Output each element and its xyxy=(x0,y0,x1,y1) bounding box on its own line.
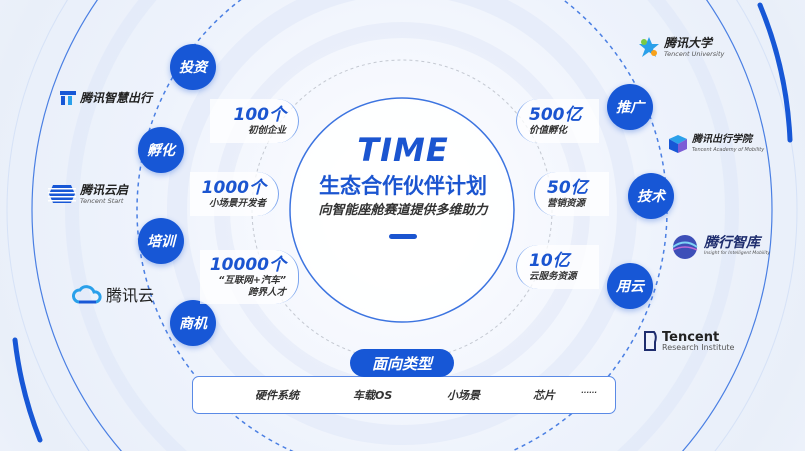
type-vehicle-os: 车载OS xyxy=(353,389,393,402)
logo-tencent-research-institute: Tencent Research Institute xyxy=(642,330,734,352)
title-main: 生态合作伙伴计划 xyxy=(319,174,487,198)
stat-value-incubation: 500亿 价值孵化 xyxy=(516,99,599,143)
node-invest: 投资 xyxy=(170,44,216,90)
academy-cube-icon xyxy=(669,134,687,153)
stat-talents: 10000个 “互联网+汽车” 跨界人才 xyxy=(200,250,299,304)
logo-tencent-smart-mobility: 腾讯智慧出行 xyxy=(60,90,152,106)
stat-marketing: 50亿 营销资源 xyxy=(534,172,609,216)
node-cloud: 用云 xyxy=(607,263,653,309)
logo-tengxing-think-tank: 腾行智库 Insight for Intelligent Mobility xyxy=(670,234,770,260)
type-more: ······ xyxy=(581,389,597,397)
stat-cloud-resources: 10亿 云服务资源 xyxy=(516,245,599,289)
tencent-university-icon xyxy=(639,37,659,57)
penguin-icon xyxy=(644,331,657,351)
type-small-scene: 小场景 xyxy=(447,389,480,402)
title-subtitle: 向智能座舱赛道提供多维助力 xyxy=(318,203,488,218)
cloud-icon xyxy=(72,285,102,304)
node-incubate: 孵化 xyxy=(138,127,184,173)
logo-tencent-cloud: 腾讯云 xyxy=(72,285,154,305)
type-chip: 芯片 xyxy=(533,389,555,402)
title-divider xyxy=(389,234,417,239)
node-business: 商机 xyxy=(170,300,216,346)
think-tank-globe-icon xyxy=(672,235,698,259)
tencent-start-icon xyxy=(48,185,76,203)
types-heading: 面向类型 xyxy=(350,349,454,377)
types-list: 硬件系统 车载OS 小场景 芯片 ······ xyxy=(192,376,616,414)
node-promotion: 推广 xyxy=(607,84,653,130)
logo-tencent-start: 腾讯云启 Tencent Start xyxy=(48,183,128,205)
stat-developers: 1000个 小场景开发者 xyxy=(190,172,279,216)
stat-startups: 100个 初创企业 xyxy=(210,99,299,143)
title-time: TIME xyxy=(357,131,449,169)
center-title-block: TIME 生态合作伙伴计划 向智能座舱赛道提供多维助力 xyxy=(291,118,515,308)
node-technology: 技术 xyxy=(628,173,674,219)
type-hardware: 硬件系统 xyxy=(255,389,299,402)
node-training: 培训 xyxy=(138,218,184,264)
smart-mobility-icon xyxy=(60,91,76,105)
logo-tencent-academy-mobility: 腾讯出行学院 Tencent Academy of Mobility xyxy=(668,133,764,154)
logo-tencent-university: 腾讯大学 Tencent University xyxy=(638,36,724,58)
